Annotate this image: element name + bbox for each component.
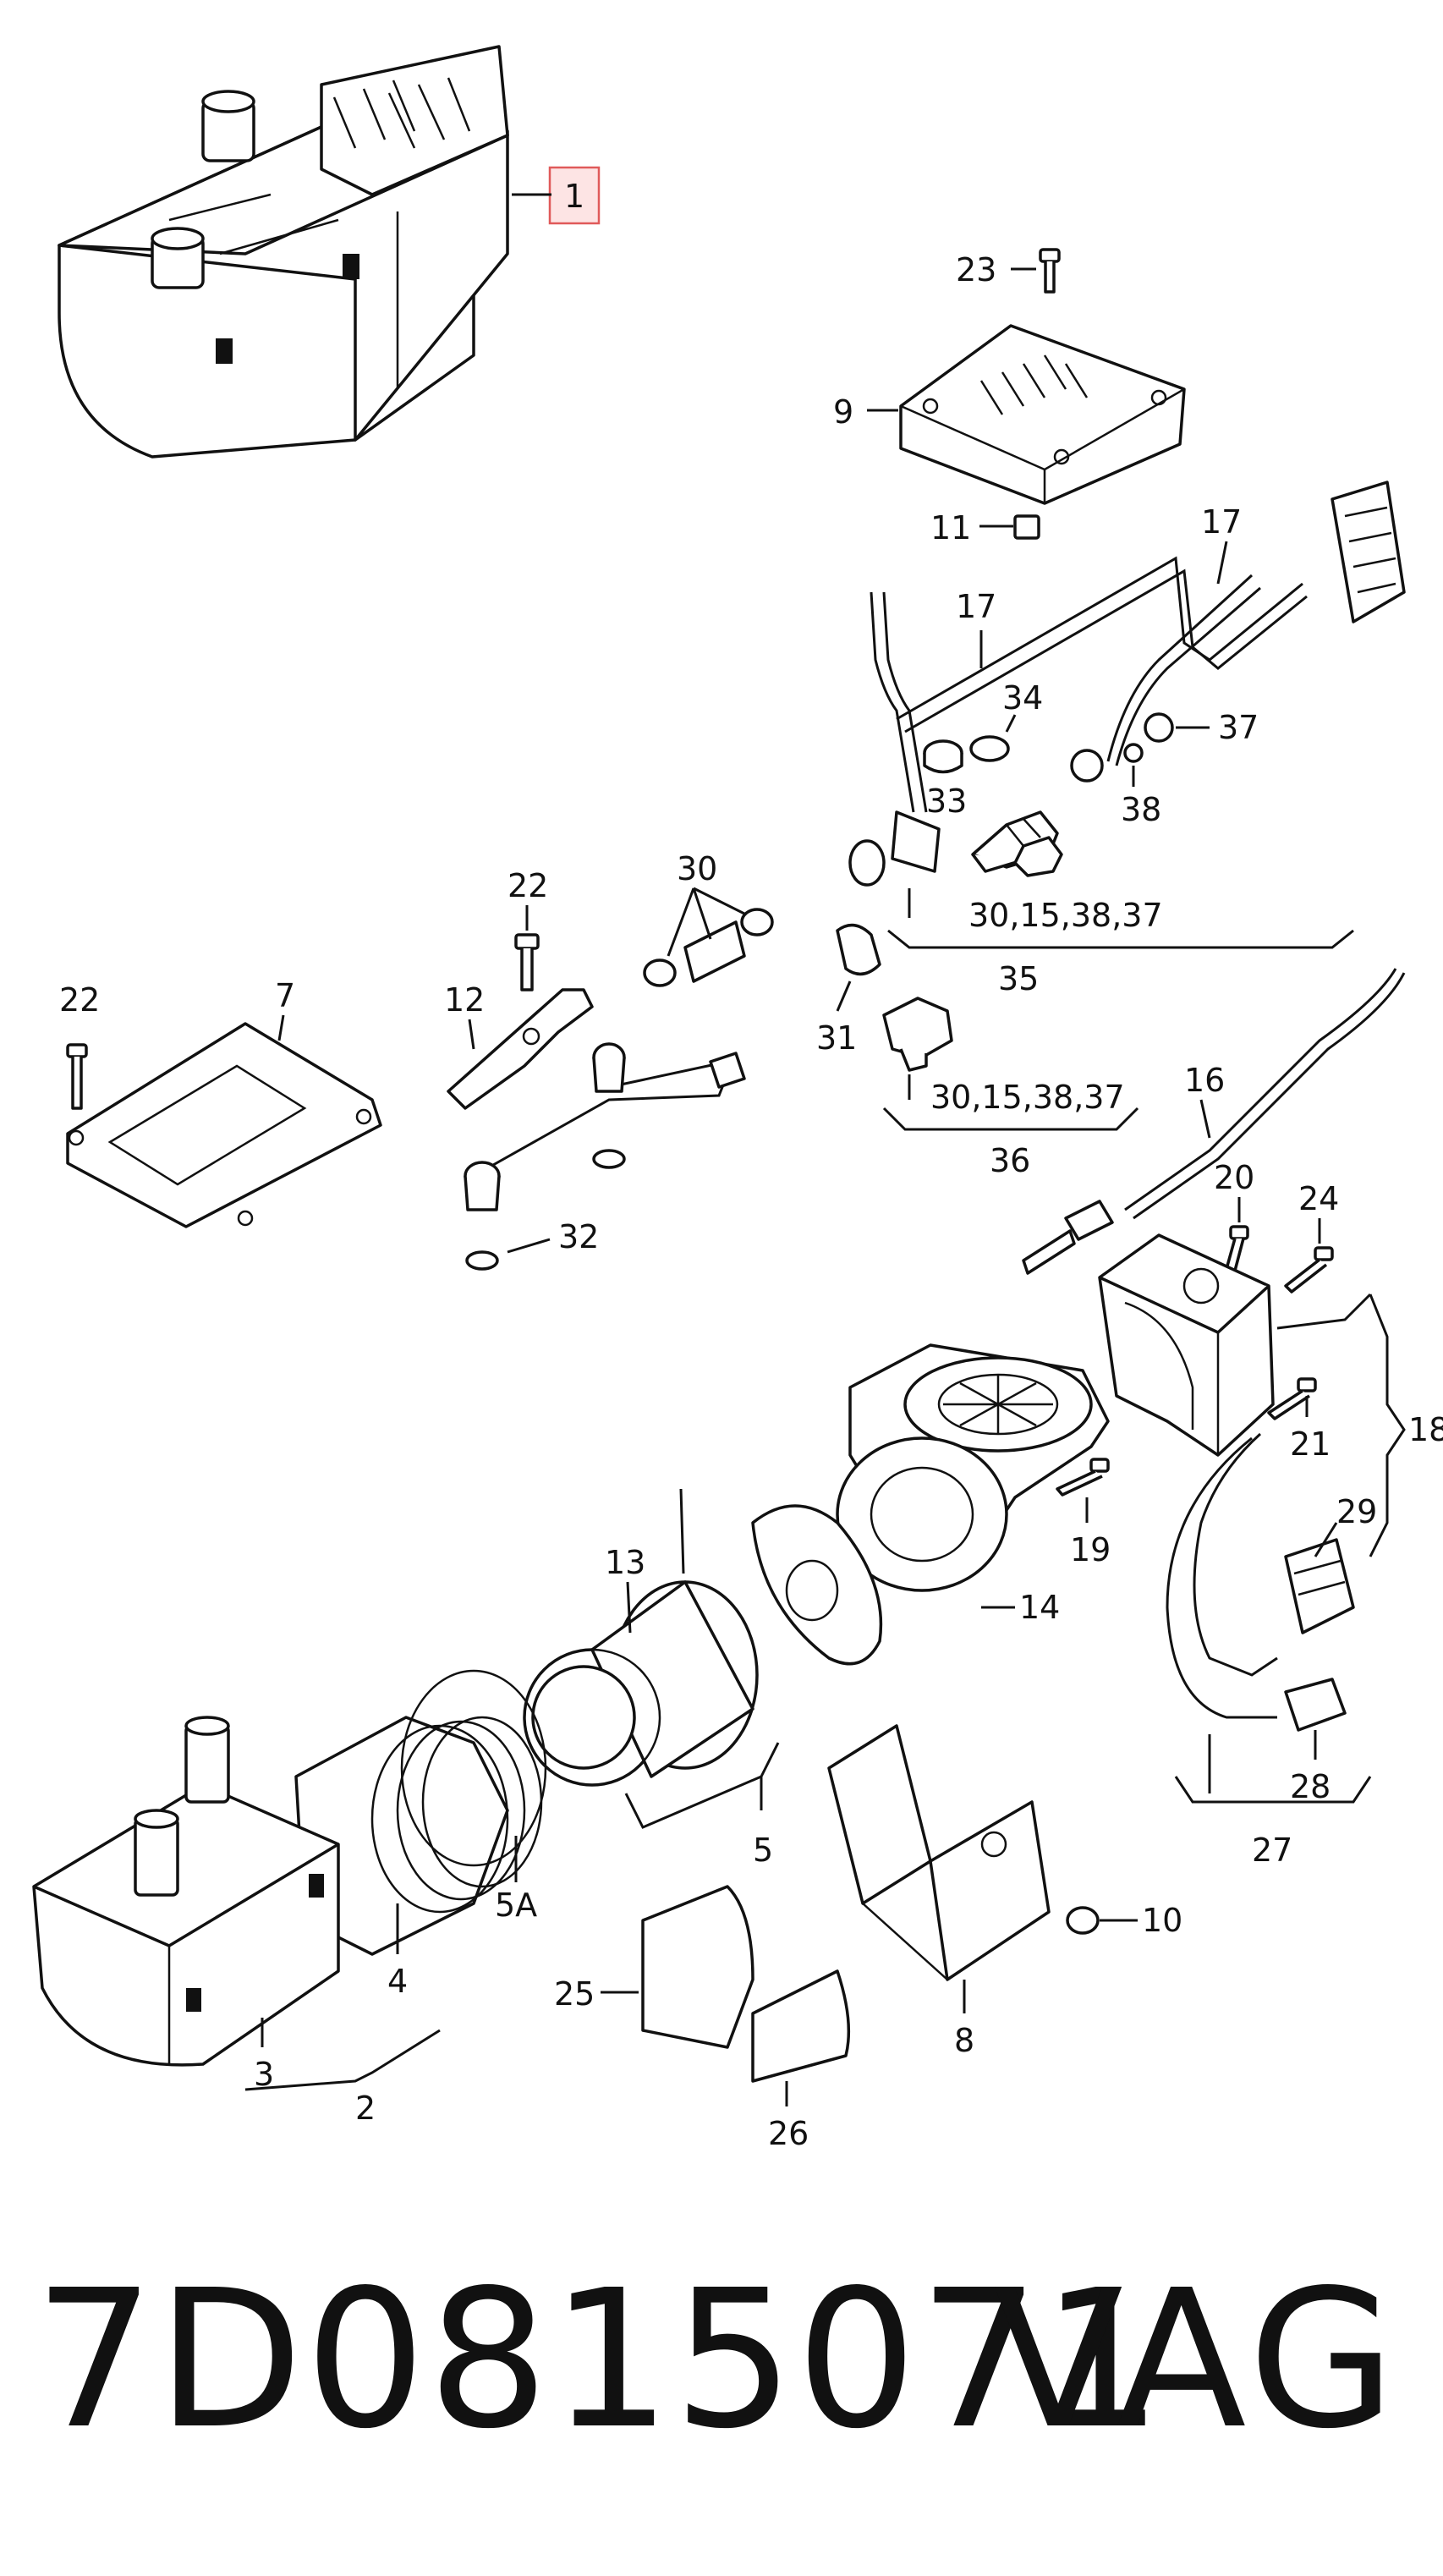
wiring-harness-17: [848, 481, 1406, 887]
callout-36: 36: [990, 1142, 1030, 1179]
callout-34: 34: [1002, 679, 1043, 717]
callout-20: 20: [1214, 1159, 1254, 1196]
callout-7: 7: [275, 977, 295, 1014]
callout-26: 26: [768, 2115, 809, 2152]
callout-17-mid: 17: [956, 588, 996, 625]
cover-plate-7: [66, 1022, 382, 1228]
highlight-box-part-1: [512, 166, 601, 225]
glow-plug-32: [464, 1042, 746, 1271]
callout-33: 33: [926, 783, 967, 820]
sensor-36: [882, 997, 953, 1072]
callout-18: 18: [1408, 1411, 1443, 1448]
callout-23: 23: [956, 251, 996, 288]
callout-16: 16: [1184, 1062, 1225, 1099]
nut-37: [1144, 712, 1174, 743]
burner-housing-18: [1098, 1233, 1275, 1457]
callout-19: 19: [1070, 1531, 1111, 1568]
connector-11: [1013, 514, 1040, 540]
callout-24: 24: [1298, 1180, 1339, 1217]
callout-37: 37: [1218, 709, 1259, 746]
callout-8: 8: [954, 2022, 974, 2059]
callout-35: 35: [998, 960, 1039, 997]
callout-25: 25: [554, 1975, 595, 2013]
callout-1: 1: [564, 178, 584, 215]
brand-name: VAG: [993, 2249, 1401, 2471]
part-number: 7D0815071: [34, 2249, 1165, 2471]
clip-31: [836, 923, 881, 976]
grommet-10: [1066, 1906, 1100, 1935]
screw-23: [1039, 248, 1061, 294]
callout-14: 14: [1019, 1589, 1060, 1626]
cap-34: [969, 735, 1010, 762]
heater-unit-assembly: [58, 45, 509, 459]
o-rings-30: [643, 908, 774, 987]
cap-33: [923, 739, 963, 774]
callout-32: 32: [558, 1218, 599, 1255]
callout-27: 27: [1252, 1832, 1292, 1869]
callout-38: 38: [1121, 791, 1161, 828]
callout-9: 9: [833, 393, 853, 431]
screw-22-left: [66, 1043, 88, 1110]
callout-13: 13: [605, 1544, 645, 1581]
bracket-12: [447, 988, 594, 1110]
callout-5: 5: [753, 1832, 773, 1869]
callout-31: 31: [816, 1019, 857, 1057]
insulation-25: [641, 1885, 754, 2049]
callout-5a: 5A: [495, 1887, 537, 1924]
callout-10: 10: [1142, 1902, 1182, 1939]
sensor-cable-16: [1022, 968, 1406, 1275]
exploded-parts-diagram: 1 23 9 11 17 17 33: [32, 45, 1443, 2152]
callout-11: 11: [930, 509, 971, 547]
callout-12: 12: [444, 981, 485, 1019]
callout-28: 28: [1290, 1768, 1331, 1805]
heater-housing-3: [32, 1716, 340, 2067]
screw-22-mid: [514, 933, 540, 991]
o-ring-5a: [400, 1669, 547, 1867]
screw-21: [1267, 1377, 1317, 1420]
footer: 7D0815071 VAG: [0, 2233, 1443, 2513]
callout-30-15-38-37-lower: 30,15,38,37: [930, 1079, 1125, 1116]
heat-exchanger-4: [294, 1716, 543, 1956]
sensor-nut-35: [1013, 836, 1063, 877]
mounting-bracket-8: [827, 1724, 1051, 1981]
combustion-tube-13: [523, 1488, 759, 1787]
callout-22-left: 22: [59, 981, 100, 1019]
callout-29: 29: [1336, 1493, 1377, 1530]
control-unit-9: [899, 324, 1186, 505]
harness-27: [1166, 1432, 1355, 1732]
callout-30-15-38-37-upper: 30,15,38,37: [968, 897, 1163, 934]
flange-plate: [751, 1504, 883, 1666]
callout-17-top: 17: [1201, 503, 1242, 541]
blower-motor-14: [836, 1343, 1110, 1592]
screw-24: [1284, 1246, 1334, 1293]
callout-21: 21: [1290, 1425, 1331, 1463]
callout-22-mid: 22: [508, 867, 548, 904]
screw-19: [1056, 1458, 1110, 1497]
callout-4: 4: [387, 1963, 408, 2000]
insulation-26: [751, 1969, 851, 2083]
callout-2: 2: [355, 2090, 376, 2127]
screw-20: [1225, 1225, 1249, 1272]
washer-38: [1123, 743, 1144, 763]
callout-30: 30: [677, 850, 717, 887]
